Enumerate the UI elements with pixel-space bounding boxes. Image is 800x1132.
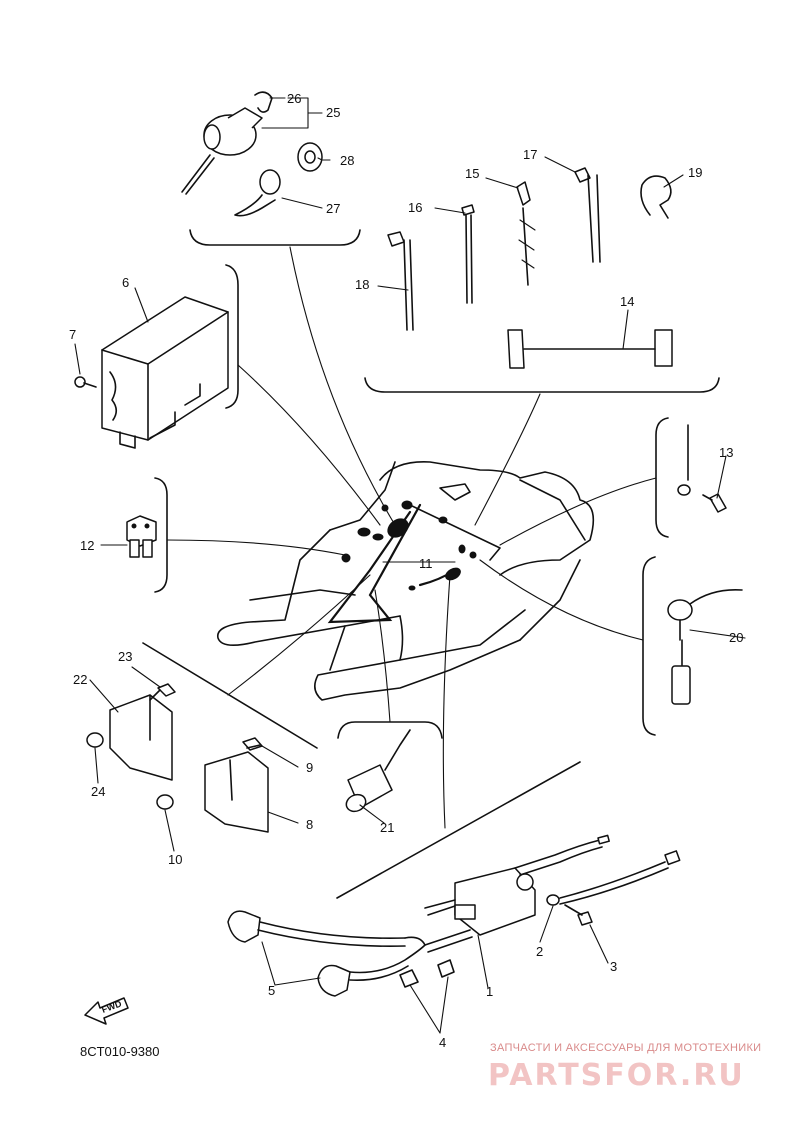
callout-15: 15 xyxy=(465,166,479,181)
callout-17: 17 xyxy=(523,147,537,162)
chassis-frame xyxy=(217,461,595,701)
callout-2: 2 xyxy=(536,944,543,959)
callout-6: 6 xyxy=(122,275,129,290)
callout-19: 19 xyxy=(688,165,702,180)
forward-arrow: FWD xyxy=(84,997,129,1025)
callout-8: 8 xyxy=(306,817,313,832)
watermark-brand: PARTSFOR.RU xyxy=(488,1058,745,1093)
rectifier-units xyxy=(86,683,269,833)
ecu-unit xyxy=(74,296,229,449)
callout-14: 14 xyxy=(620,294,634,309)
callout-1: 1 xyxy=(486,984,493,999)
callout-20: 20 xyxy=(729,630,743,645)
callout-16: 16 xyxy=(408,200,422,215)
watermark: ЗАПЧАСТИ И АКСЕССУАРЫ ДЛЯ МОТОТЕХНИКИ PA… xyxy=(488,1042,761,1093)
callout-25: 25 xyxy=(326,105,340,120)
callout-10: 10 xyxy=(168,852,182,867)
callout-21: 21 xyxy=(380,820,394,835)
callout-7: 7 xyxy=(69,327,76,342)
callout-leaders xyxy=(74,97,746,1034)
callout-3: 3 xyxy=(610,959,617,974)
relay xyxy=(126,515,157,558)
ignition-coil xyxy=(227,834,681,997)
watermark-tagline: ЗАПЧАСТИ И АКСЕССУАРЫ ДЛЯ МОТОТЕХНИКИ xyxy=(490,1042,761,1054)
callout-18: 18 xyxy=(355,277,369,292)
leader-lines xyxy=(166,246,657,829)
capacitor xyxy=(345,729,411,813)
callout-13: 13 xyxy=(719,445,733,460)
clamps-and-bands xyxy=(387,167,673,369)
main-switch-assembly xyxy=(181,91,323,217)
callout-numbers: 1 2 3 4 5 6 7 8 9 10 11 12 13 14 15 16 1… xyxy=(69,91,743,1050)
callout-5: 5 xyxy=(268,983,275,998)
sensor xyxy=(667,588,743,705)
callout-12: 12 xyxy=(80,538,94,553)
callout-4: 4 xyxy=(439,1035,446,1050)
callout-24: 24 xyxy=(91,784,105,799)
callout-28: 28 xyxy=(340,153,354,168)
callout-23: 23 xyxy=(118,649,132,664)
callout-22: 22 xyxy=(73,672,87,687)
callout-27: 27 xyxy=(326,201,340,216)
callout-26: 26 xyxy=(287,91,301,106)
ground-lead xyxy=(677,424,727,513)
drawing-code: 8CT010-9380 xyxy=(80,1044,160,1059)
callout-11: 11 xyxy=(419,556,433,571)
callout-9: 9 xyxy=(306,760,313,775)
